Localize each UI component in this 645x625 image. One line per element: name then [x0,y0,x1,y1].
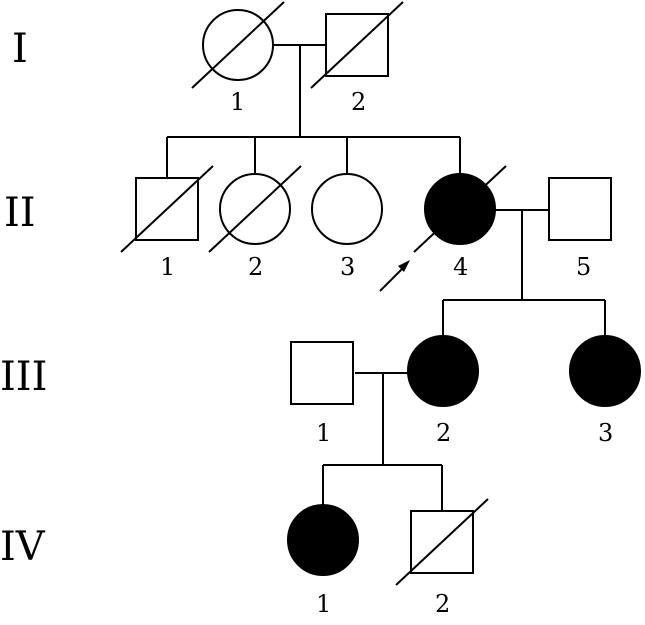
individual-number-II-3: 3 [340,253,355,281]
deceased-slash-II-1 [120,165,214,253]
deceased-slash-I-1 [191,1,285,89]
proband-arrow-icon [379,260,410,292]
deceased-slash-II-4 [413,165,507,253]
individual-number-I-1: 1 [230,88,245,116]
individual-number-IV-2: 2 [435,590,450,618]
individual-number-II-2: 2 [248,253,263,281]
individual-III-3-circle [569,335,641,407]
individual-III-2-circle [407,335,479,407]
deceased-slash-II-2 [208,165,302,253]
pedigree-lines [166,44,606,511]
individual-number-II-1: 1 [160,253,175,281]
individual-number-III-1: 1 [316,419,331,447]
generation-label-IV: IV [0,524,46,570]
individual-III-1-square [290,341,354,405]
generation-label-I: I [12,26,28,72]
individuals [120,1,641,586]
deceased-slash-I-2 [310,1,404,89]
generation-label-II: II [4,190,36,236]
individual-IV-1-circle [287,504,359,576]
individual-number-I-2: 2 [351,88,366,116]
individual-number-III-3: 3 [598,419,613,447]
individual-number-IV-1: 1 [316,590,331,618]
deceased-slash-IV-2 [395,498,489,586]
individual-number-II-5: 5 [576,253,591,281]
generation-label-III: III [0,354,47,400]
individual-II-3-circle [311,173,383,245]
individual-number-III-2: 2 [436,419,451,447]
individual-II-5-square [548,177,612,241]
individual-number-II-4: 4 [453,253,468,281]
